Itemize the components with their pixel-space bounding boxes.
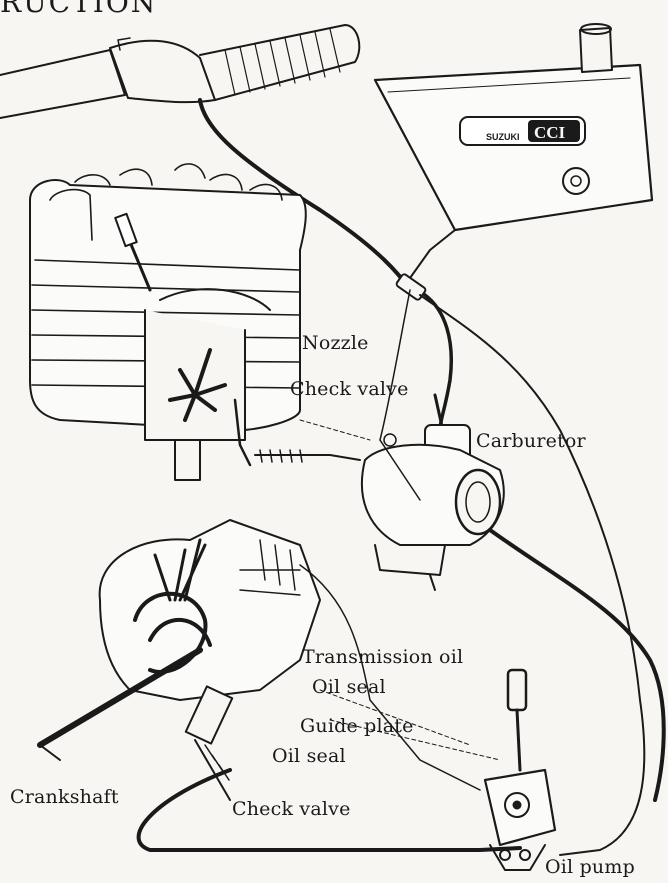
label-crankshaft: Crankshaft	[10, 786, 119, 808]
label-check-valve-bottom: Check valve	[232, 798, 351, 820]
label-oil-pump: Oil pump	[545, 856, 635, 878]
tank-badge-text: CCI	[534, 123, 566, 142]
label-oil-seal-2: Oil seal	[272, 745, 346, 767]
label-carburetor: Carburetor	[476, 430, 586, 452]
pump-control-cable	[490, 530, 664, 800]
oil-line-tank	[420, 295, 644, 855]
throttle-grip	[0, 25, 359, 118]
crankcase	[40, 520, 320, 760]
label-transmission-oil: Transmission oil	[302, 646, 463, 668]
oil-pump	[485, 670, 555, 870]
oil-tank	[375, 24, 652, 285]
label-guide-plate: Guide plate	[300, 715, 414, 737]
engine-cylinder	[30, 164, 306, 480]
label-check-valve-top: Check valve	[290, 378, 409, 400]
label-oil-seal-1: Oil seal	[312, 676, 386, 698]
label-nozzle: Nozzle	[302, 332, 369, 354]
tank-brand-text: SUZUKI	[486, 132, 520, 142]
